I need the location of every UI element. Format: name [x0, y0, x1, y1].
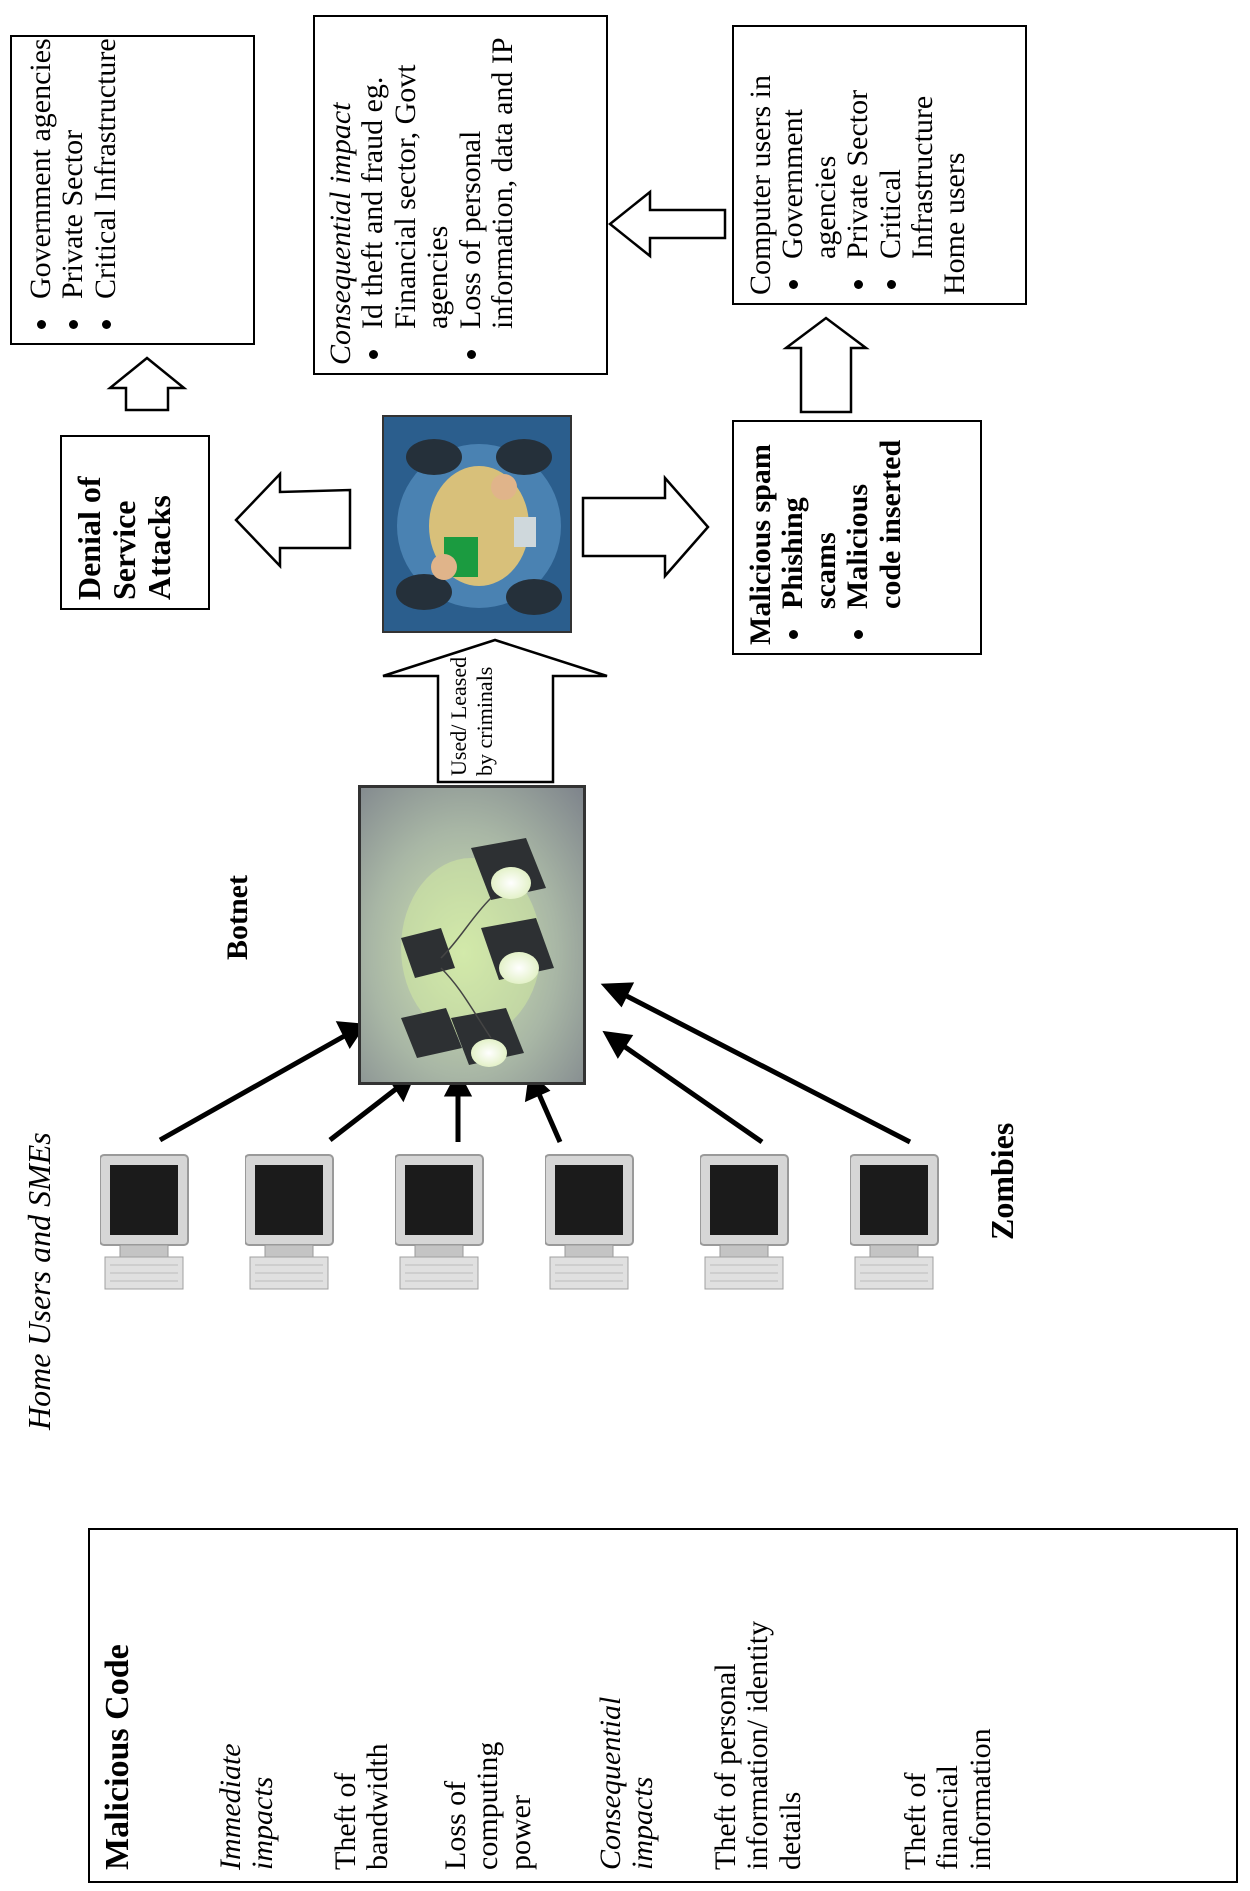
- zombies-text: Zombies: [984, 1122, 1020, 1240]
- consequential-item-2: Loss of personal information, data and I…: [454, 20, 520, 335]
- target-item-1: Government agencies: [24, 35, 57, 305]
- consequential-item-1: Id theft and fraud eg. Financial sector,…: [356, 20, 454, 335]
- mc-column-5: Consequential impacts: [594, 1670, 660, 1870]
- zombie-arrow-2: [328, 1080, 407, 1142]
- used-leased-text: Used/ Leased by criminals: [446, 656, 499, 776]
- computer-users-panel: [732, 25, 1027, 305]
- users-arrow: [782, 316, 870, 414]
- mc-column-3: Theft of bandwidth: [329, 1720, 395, 1870]
- computer-users-content: Computer users in Government agencies Pr…: [744, 30, 972, 295]
- used-leased-span: Used/ Leased by criminals: [446, 656, 498, 776]
- botnet-text: Botnet: [221, 875, 254, 960]
- mc-consequential-item-2: Theft of financial information: [899, 1728, 997, 1870]
- zombie-arrow-1-head: [335, 1021, 367, 1049]
- target-item-3: Critical Infrastructure: [89, 35, 122, 305]
- monitor-icon: [244, 1150, 345, 1300]
- monitor-icon: [849, 1150, 950, 1300]
- mc-column-6: Theft of personal information/ identity …: [709, 1595, 807, 1870]
- spam-panel: [732, 420, 982, 655]
- mc-column-1: Malicious Code: [99, 1570, 137, 1870]
- monitor-icon: [99, 1150, 200, 1300]
- dos-arrow: [234, 470, 352, 570]
- monitor-icon: [699, 1150, 800, 1300]
- targets-list: Government agencies Private Sector Criti…: [24, 35, 122, 335]
- mc-column-4: Loss of computing power: [439, 1720, 537, 1870]
- targets-arrow: [106, 356, 188, 412]
- monitor-icon: [394, 1150, 495, 1300]
- malicious-code-panel: [88, 1528, 1238, 1883]
- monitor-icon: [544, 1150, 645, 1300]
- computer-users-item-1: Government agencies: [776, 30, 842, 265]
- zombie-arrow-6-head: [600, 982, 635, 1008]
- consequential-heading: Consequential impact: [324, 102, 357, 365]
- mc-column-7: Theft of financial information: [899, 1670, 997, 1870]
- spam-item-2: Malicious code inserted: [841, 425, 907, 615]
- zombie-arrow-6: [613, 987, 912, 1145]
- zombie-arrow-5-head: [602, 1030, 634, 1059]
- mc-consequential-item-1: Theft of personal information/ identity …: [709, 1620, 807, 1870]
- zombie-arrow-5: [613, 1037, 764, 1145]
- spam-title: Malicious spam: [744, 444, 777, 645]
- spam-arrow: [581, 474, 710, 580]
- consequential-panel: [313, 15, 608, 375]
- mc-column-2: Immediate impacts: [214, 1700, 280, 1870]
- targets-panel: [10, 35, 255, 345]
- spam-item-1: Phishing scams: [776, 425, 842, 615]
- dos-text: Denial of Service Attacks: [71, 476, 178, 600]
- consequential-content: Consequential impact Id theft and fraud …: [324, 20, 520, 365]
- consequential-bullets: Id theft and fraud eg. Financial sector,…: [356, 20, 520, 365]
- targets-bullets: Government agencies Private Sector Criti…: [24, 35, 122, 335]
- criminals-picture: [382, 415, 572, 633]
- botnet-picture: [358, 785, 586, 1085]
- dos-panel: [60, 435, 210, 610]
- mc-immediate-item-2: Loss of computing power: [439, 1741, 537, 1870]
- computer-users-item-3: Critical Infrastructure: [874, 30, 940, 265]
- leased-arrow: [382, 638, 608, 784]
- home-users-text: Home Users and SMEs: [21, 1132, 57, 1430]
- mc-immediate-heading: Immediate impacts: [214, 1743, 280, 1870]
- consequential-arrow: [607, 189, 727, 259]
- spam-content: Malicious spam Phishing scams Malicious …: [744, 425, 907, 645]
- spam-bullets: Phishing scams Malicious code inserted: [776, 425, 907, 645]
- computer-users-footer: Home users: [938, 152, 972, 295]
- computer-users-heading: Computer users in: [744, 75, 777, 295]
- mc-title: Malicious Code: [99, 1644, 136, 1870]
- dos-text-wrap: Denial of Service Attacks: [71, 435, 178, 600]
- mc-immediate-item-1: Theft of bandwidth: [329, 1743, 395, 1870]
- mc-consequential-heading: Consequential impacts: [594, 1696, 660, 1870]
- computer-users-bullets: Government agencies Private Sector Criti…: [776, 30, 940, 295]
- computer-users-item-2: Private Sector: [841, 30, 874, 265]
- target-item-2: Private Sector: [56, 35, 89, 305]
- zombie-arrow-1: [158, 1027, 357, 1143]
